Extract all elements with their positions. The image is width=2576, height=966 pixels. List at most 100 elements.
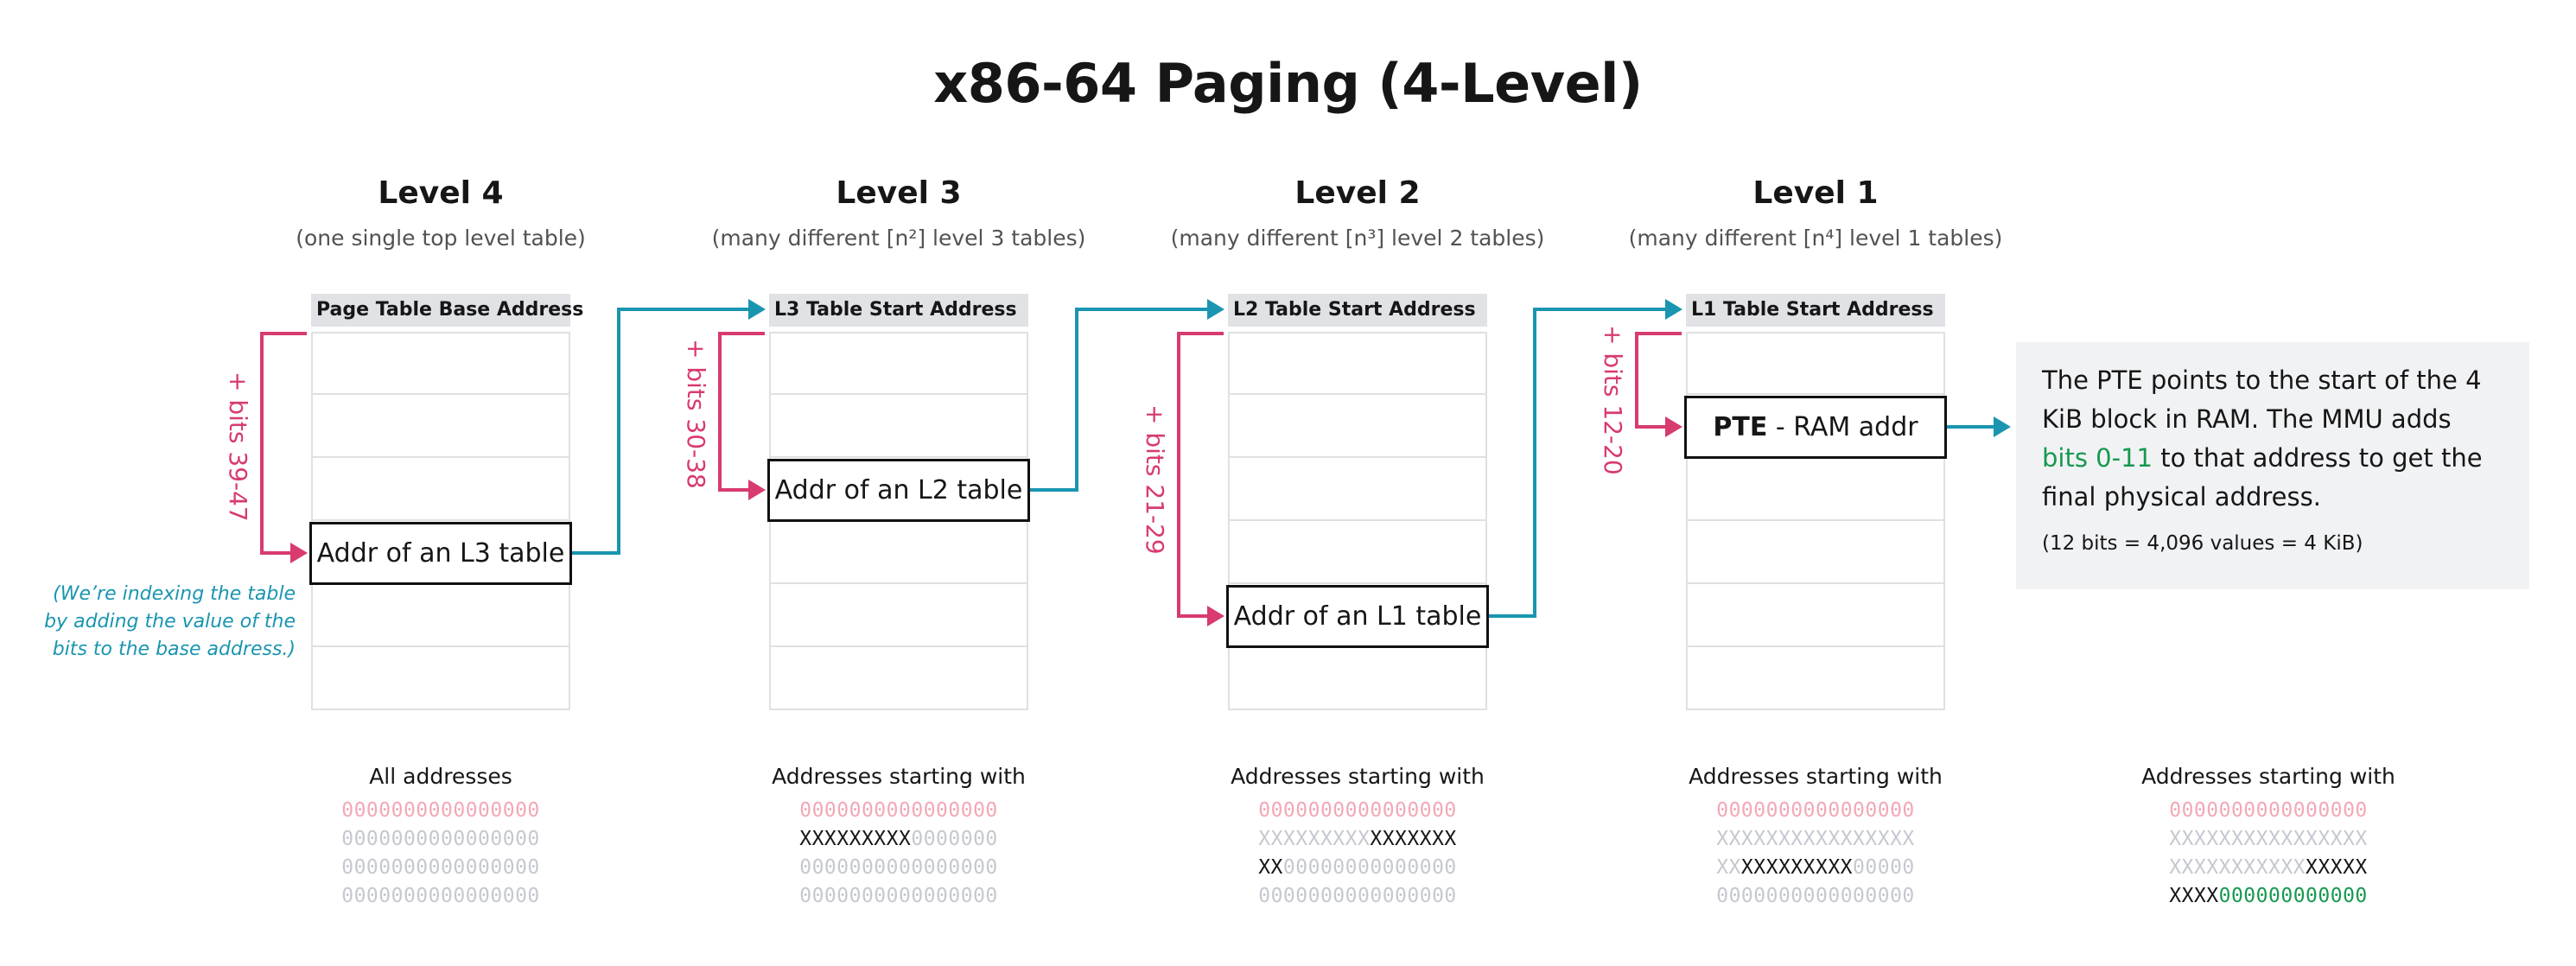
address-segment: XXXX (2169, 885, 2219, 907)
pink-index-arrows (260, 332, 1682, 618)
arrowhead (1994, 416, 2011, 437)
addr-col-1-lines: 0000000000000000 0000000000000000 00000000… (285, 797, 596, 911)
address-pattern-line: 0000000000000000 (1202, 797, 1513, 825)
level-1-table: L1 Table Start Address (1686, 294, 1945, 710)
address-pattern-line: XXXXXXXXXXXXXXXX (1660, 825, 1971, 854)
l1-index-arrow (1635, 332, 1682, 429)
teal-next-arrows (572, 308, 1996, 618)
address-segment: 00000 (1853, 856, 1915, 879)
arrowhead (748, 480, 766, 500)
table-row (311, 584, 570, 647)
arrowhead (1665, 416, 1682, 437)
address-segment: 0000000000000000 (799, 856, 998, 879)
l4-to-l3-arrow (572, 308, 752, 555)
address-pattern-line: 0000000000000000 (743, 882, 1054, 911)
table-row (1686, 521, 1945, 584)
table-row (769, 647, 1028, 710)
l2-to-l1-arrow (1489, 308, 1669, 618)
table-header: Page Table Base Address (311, 294, 583, 327)
l4-index-arrow (260, 332, 307, 555)
table-header: L1 Table Start Address (1686, 294, 1945, 327)
bits-30-38-label: + bits 30-38 (682, 339, 710, 489)
arrowhead (1207, 606, 1224, 626)
address-segment: 0000000000000000 (2169, 799, 2368, 822)
level-3-title: Level 3 (836, 175, 962, 211)
address-segment: 0000000000000000 (1716, 799, 1915, 822)
level-3-subtitle: (many different [n²] level 3 tables) (711, 226, 1086, 251)
address-pattern-line: 0000000000000000 (2113, 797, 2424, 825)
address-pattern-line: XXXXXXXXX0000000 (743, 825, 1054, 854)
note-line: by adding the value of the (44, 611, 296, 632)
table-row (1228, 647, 1487, 710)
address-pattern-line: 0000000000000000 (1660, 882, 1971, 911)
address-pattern-line: 0000000000000000 (285, 882, 596, 911)
table-row (311, 458, 570, 521)
level-2-subtitle: (many different [n³] level 2 tables) (1170, 226, 1545, 251)
table-row (1686, 647, 1945, 710)
level-4-title: Level 4 (378, 175, 504, 211)
address-pattern-line: XXXX000000000000 (2113, 882, 2424, 911)
table-row (1686, 584, 1945, 647)
table-row (311, 395, 570, 458)
page-title: x86-64 Paging (4-Level) (933, 52, 1643, 115)
bits-0-11-highlight: bits 0-11 (2042, 443, 2153, 473)
address-segment: 00000000000000 (1282, 856, 1457, 879)
address-segment: XXXXX (2306, 856, 2368, 879)
address-segment: XXXXXXXXX (1740, 856, 1854, 879)
address-segment: 0000000000000000 (341, 799, 540, 822)
l3-entry-box: Addr of an L2 table (767, 459, 1030, 522)
address-pattern-line: XXXXXXXXXXXXXXXX (1202, 825, 1513, 854)
level-1-subtitle: (many different [n⁴] level 1 tables) (1628, 226, 2003, 251)
pte-explanation-text: The PTE points to the start of the 4 KiB… (2042, 361, 2503, 517)
note-line: bits to the base address.) (52, 639, 296, 660)
address-segment: 0000000000000000 (1258, 885, 1457, 907)
level-4-subtitle: (one single top level table) (296, 226, 586, 251)
address-pattern-line: 0000000000000000 (1202, 882, 1513, 911)
level-2-title: Level 2 (1294, 175, 1421, 211)
address-pattern-line: XXXXXXXXXXXXXXXX (2113, 825, 2424, 854)
indexing-note: (We’re indexing the table by adding the … (36, 581, 296, 664)
bits-21-29-label: + bits 21-29 (1141, 404, 1169, 555)
table-row (311, 332, 570, 395)
address-segment: 0000000 (911, 828, 998, 850)
address-pattern-line: 0000000000000000 (1660, 797, 1971, 825)
table-row (1228, 458, 1487, 521)
address-pattern-line: 0000000000000000 (285, 854, 596, 882)
table-header: L2 Table Start Address (1228, 294, 1487, 327)
table-row (1686, 458, 1945, 521)
table-row (1228, 521, 1487, 584)
address-segment: XXXXXXXXXXXXXXXX (1716, 828, 1915, 850)
address-pattern-line: XX00000000000000 (1202, 854, 1513, 882)
bits-12-20-label: + bits 12-20 (1599, 325, 1627, 475)
addr-col-1-title: All addresses (369, 764, 512, 789)
address-pattern-line: 0000000000000000 (743, 797, 1054, 825)
arrowhead (748, 299, 766, 320)
table-row (769, 584, 1028, 647)
table-row (769, 521, 1028, 584)
address-segment: XXXXXXX (1370, 828, 1457, 850)
table-row (1686, 332, 1945, 395)
teal-arrowheads (748, 299, 2011, 437)
address-pattern-line: XXXXXXXXXXXXXXXX (2113, 854, 2424, 882)
address-segment: 0000000000000000 (341, 856, 540, 879)
address-segment: XXXXXXXXX (799, 828, 912, 850)
note-line: (We’re indexing the table (53, 583, 296, 605)
table-header: L3 Table Start Address (769, 294, 1028, 327)
addr-col-3-title: Addresses starting with (1231, 764, 1485, 789)
table-row (311, 647, 570, 710)
table-row (1228, 332, 1487, 395)
pte-entry-box: PTE - RAM addr (1684, 396, 1947, 459)
address-segment: XXXXXXXXXXXXXXXX (2169, 828, 2368, 850)
arrowhead (1207, 299, 1224, 320)
pte-size-note: (12 bits = 4,096 values = 4 KiB) (2042, 532, 2363, 555)
pte-text-part: The PTE points to the start of the 4 KiB… (2042, 365, 2482, 434)
address-segment: 0000000000000000 (799, 885, 998, 907)
address-segment: 0000000000000000 (341, 828, 540, 850)
address-segment: XXXXXXXXX (1258, 828, 1371, 850)
arrowhead (290, 543, 308, 563)
pink-arrowheads (290, 416, 1682, 626)
address-segment: 0000000000000000 (341, 885, 540, 907)
